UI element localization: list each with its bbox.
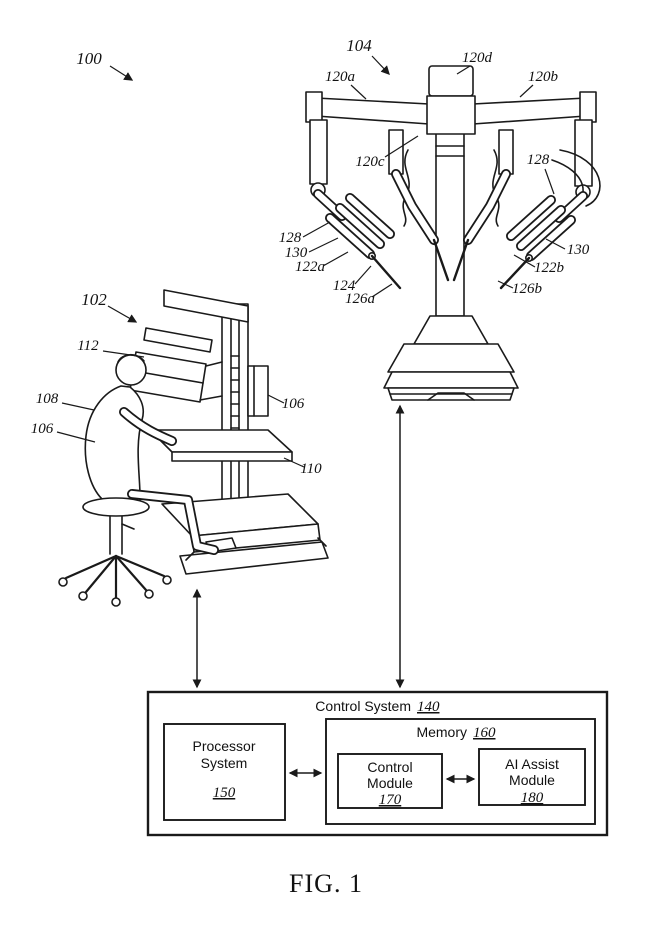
ref-label-112: 112 xyxy=(77,338,99,354)
ref-label-130b: 130 xyxy=(567,242,590,258)
control-module-label-1: Control xyxy=(367,759,412,775)
connection-arrows xyxy=(192,404,405,689)
leader-106b xyxy=(267,394,285,404)
leader-104 xyxy=(371,55,390,75)
leader-128b xyxy=(544,168,555,195)
leader-102 xyxy=(107,305,138,323)
leader-126b xyxy=(497,280,514,289)
robot-column xyxy=(435,125,465,317)
ref-label-102: 102 xyxy=(81,290,107,309)
ref-label-126b: 126b xyxy=(512,281,543,297)
leader-112 xyxy=(102,350,145,358)
console-side-panel xyxy=(247,365,269,417)
ref-label-126a: 126a xyxy=(345,291,375,307)
leader-108 xyxy=(61,402,95,411)
ref-label-130a: 130 xyxy=(285,245,308,261)
robot-left-link xyxy=(309,119,328,185)
surgeon-figure xyxy=(84,353,219,555)
stool xyxy=(58,497,172,607)
figure-caption: FIG. 1 xyxy=(289,869,363,898)
processor-system-num: 150 xyxy=(213,785,236,801)
control-system-diagram: Control System 140 Processor System 150 … xyxy=(146,690,609,837)
ref-label-122b: 122b xyxy=(534,260,565,276)
leader-126a xyxy=(371,283,393,298)
leader-110 xyxy=(283,457,305,468)
console-headrest xyxy=(143,327,213,353)
ref-label-108: 108 xyxy=(36,391,59,407)
leader-128a xyxy=(302,221,331,238)
ref-label-120a: 120a xyxy=(325,69,355,85)
memory-num: 160 xyxy=(473,725,496,741)
leader-130b xyxy=(545,238,566,250)
leader-130a xyxy=(308,237,339,253)
processor-system-box xyxy=(163,723,286,821)
control-module-label-2: Module xyxy=(367,775,413,791)
robot-head xyxy=(428,65,474,97)
leader-120b xyxy=(519,84,534,98)
robot-inner-arms xyxy=(391,169,511,282)
ref-label-128b: 128 xyxy=(527,152,550,168)
ai-module-label-1: AI Assist xyxy=(505,756,559,772)
processor-system-label-2: System xyxy=(201,755,248,771)
leader-124 xyxy=(354,265,372,285)
leader-120a xyxy=(350,84,367,100)
control-module-num: 170 xyxy=(379,792,402,808)
ai-module-num: 180 xyxy=(521,790,544,806)
ref-label-124: 124 xyxy=(333,278,356,294)
ai-module-label-2: Module xyxy=(509,772,555,788)
patient-robot-drawing xyxy=(305,65,601,401)
ref-label-100: 100 xyxy=(76,49,102,68)
ref-label-106b: 106 xyxy=(282,396,305,412)
control-module-box xyxy=(337,753,443,809)
leader-120d xyxy=(456,65,471,75)
control-system-num: 140 xyxy=(417,699,440,715)
leader-122b xyxy=(513,254,536,268)
ai-assist-module-box xyxy=(478,748,586,806)
leader-122a xyxy=(322,251,349,267)
leader-120c xyxy=(384,135,419,158)
robot-left-instrument-arm xyxy=(313,189,402,290)
console-top-arm xyxy=(163,289,249,323)
robot-boom-right xyxy=(472,97,587,125)
ref-label-106a: 106 xyxy=(31,421,54,437)
robot-right-instrument-arm xyxy=(499,191,588,290)
robot-boom-hub xyxy=(426,95,476,135)
ref-label-110: 110 xyxy=(300,461,322,477)
reference-labels: 100 102 104 120a 120d 120b 120c 128 128 … xyxy=(31,36,590,477)
robot-cable xyxy=(559,149,601,207)
robot-boom-left xyxy=(315,97,430,125)
ref-label-104: 104 xyxy=(346,36,372,55)
ref-label-120b: 120b xyxy=(528,69,559,85)
processor-system-label-1: Processor xyxy=(192,738,255,754)
ref-label-120d: 120d xyxy=(462,50,493,66)
robot-base xyxy=(383,315,519,401)
leader-100 xyxy=(109,65,134,81)
leader-106a xyxy=(56,431,96,443)
surgeon-console-drawing xyxy=(58,289,329,607)
control-system-title: Control System xyxy=(315,698,411,714)
memory-title: Memory xyxy=(416,724,467,740)
ref-label-128a: 128 xyxy=(279,230,302,246)
ref-label-120c: 120c xyxy=(355,154,385,170)
ref-label-122a: 122a xyxy=(295,259,325,275)
